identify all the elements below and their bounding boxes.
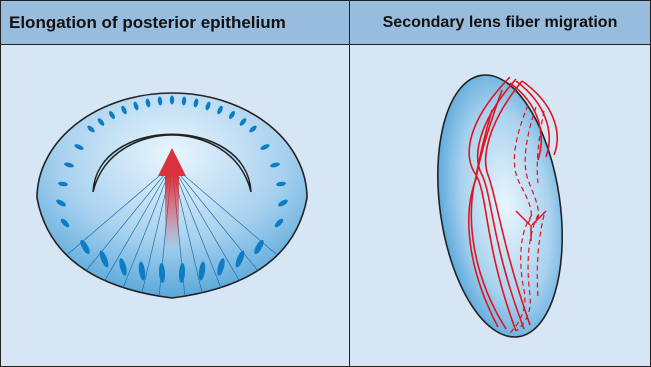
panel-fiber-migration xyxy=(350,45,650,366)
panel-title-elongation: Elongation of posterior epithelium xyxy=(9,1,286,44)
lens-vesicle-illustration xyxy=(1,45,349,366)
lens-oval xyxy=(422,67,578,345)
panel-title-fiber-migration: Secondary lens fiber migration xyxy=(350,1,650,44)
panel-elongation xyxy=(1,45,349,366)
lens-fiber-illustration xyxy=(350,45,650,366)
